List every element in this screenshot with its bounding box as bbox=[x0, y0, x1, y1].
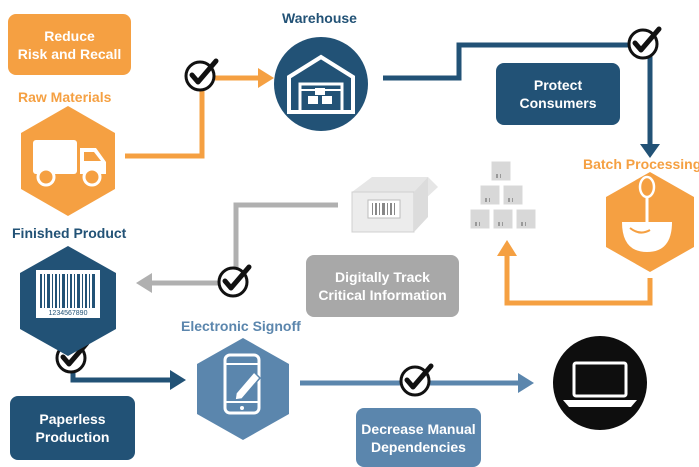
laptop-icon bbox=[553, 336, 647, 430]
label-electronic-signoff: Electronic Signoff bbox=[181, 318, 301, 334]
connector-warehouse-to-batch bbox=[383, 42, 660, 158]
checkmark-icon bbox=[184, 58, 219, 92]
label-raw-materials: Raw Materials bbox=[18, 89, 112, 105]
label-finished-product: Finished Product bbox=[12, 225, 127, 241]
stacked-boxes-icon bbox=[469, 160, 537, 230]
label-warehouse: Warehouse bbox=[282, 10, 357, 26]
box-protect-consumers: Protect Consumers bbox=[496, 63, 620, 125]
label-batch-processing: Batch Processing bbox=[583, 156, 699, 172]
box-reduce-risk: Reduce Risk and Recall bbox=[8, 14, 131, 75]
connector-batch-to-boxes bbox=[497, 240, 653, 306]
connector-raw-to-warehouse bbox=[125, 68, 274, 159]
truck-icon bbox=[21, 106, 115, 216]
whisk-bowl-icon bbox=[606, 172, 694, 272]
connector-finished-to-signoff bbox=[70, 338, 186, 390]
phone-edit-icon bbox=[197, 338, 289, 440]
barcode-number: 1234567890 bbox=[49, 310, 88, 317]
package-barcode-icon bbox=[351, 177, 438, 233]
barcode-icon bbox=[20, 246, 116, 356]
checkmark-icon bbox=[217, 264, 252, 298]
box-digitally-track: Digitally Track Critical Information bbox=[306, 255, 459, 317]
warehouse-icon bbox=[274, 37, 368, 131]
box-decrease-manual: Decrease Manual Dependencies bbox=[356, 408, 481, 467]
box-paperless-production: Paperless Production bbox=[10, 396, 135, 460]
checkmark-icon bbox=[399, 363, 434, 397]
connector-package-to-finished bbox=[136, 202, 338, 293]
checkmark-icon bbox=[627, 26, 662, 60]
